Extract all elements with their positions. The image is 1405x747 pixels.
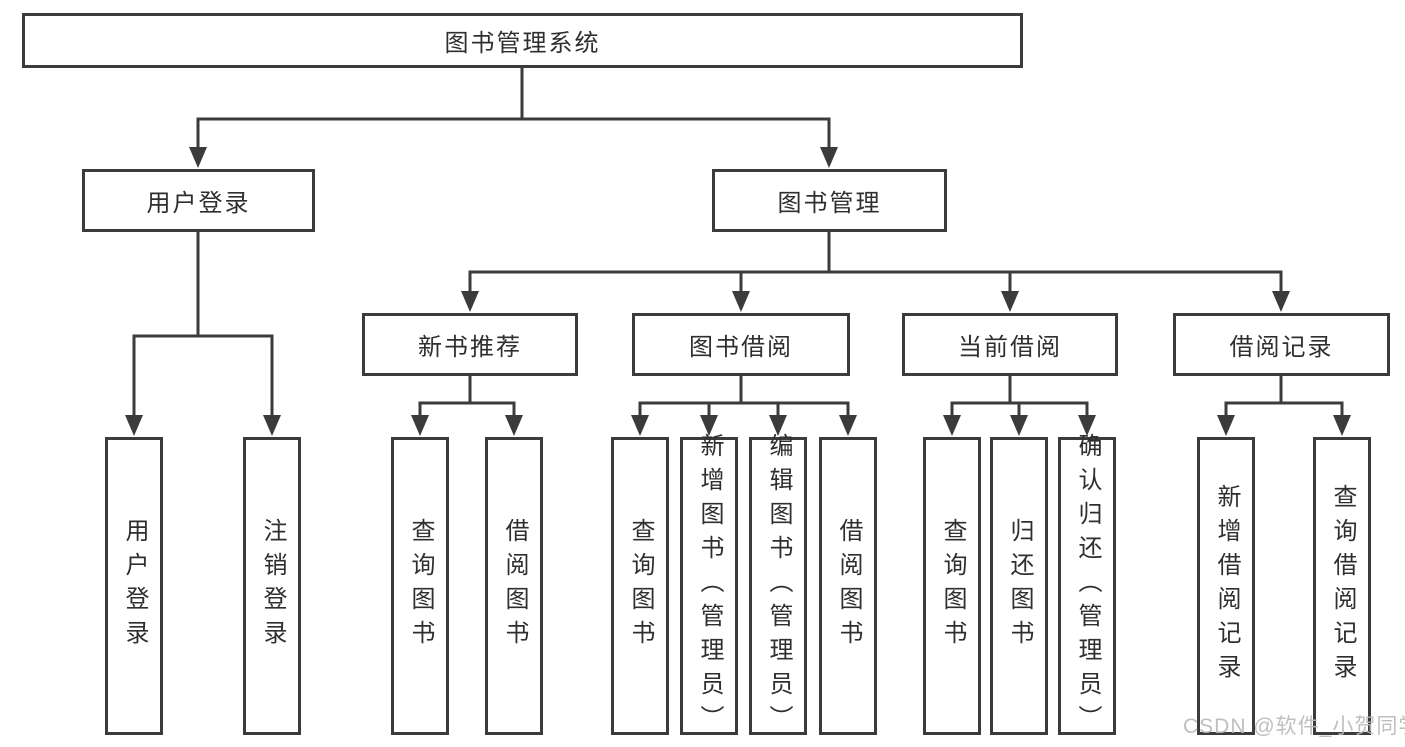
leaf-edit-books-admin: 编辑图书（管理员）	[749, 433, 807, 739]
leaf-confirm-return-admin-label: 确认归还（管理员）	[1074, 433, 1101, 739]
node-current-borrowing-label: 当前借阅	[958, 334, 1062, 361]
leaf-query-books-3-label: 查询图书	[939, 518, 966, 654]
connector-borrow-splitter	[638, 401, 850, 418]
leaf-borrow-books-2-label: 借阅图书	[835, 518, 862, 654]
leaf-borrow-books-1-label: 借阅图书	[501, 518, 528, 654]
node-book-management-label: 图书管理	[777, 190, 882, 217]
arrowheads	[125, 147, 1351, 436]
leaf-query-borrow-record-label: 查询借阅记录	[1329, 484, 1356, 688]
node-borrowing-records-label: 借阅记录	[1229, 334, 1334, 361]
node-new-book-recommend-label: 新书推荐	[418, 334, 522, 361]
leaf-logout-label: 注销登录	[259, 518, 286, 654]
leaf-query-books-2-label: 查询图书	[627, 518, 654, 654]
leaf-logout: 注销登录	[243, 437, 301, 735]
connector-login-splitter	[132, 334, 274, 418]
leaf-query-books-1-label: 查询图书	[407, 518, 434, 654]
node-borrowing-records: 借阅记录	[1173, 313, 1390, 376]
node-current-borrowing: 当前借阅	[902, 313, 1118, 376]
node-root: 图书管理系统	[22, 13, 1023, 68]
leaf-user-login-label: 用户登录	[121, 518, 148, 654]
node-book-borrowing-label: 图书借阅	[689, 334, 793, 361]
connector-level3-splitter	[468, 270, 1283, 294]
leaf-add-borrow-record: 新增借阅记录	[1197, 437, 1255, 735]
leaf-return-books: 归还图书	[990, 437, 1048, 735]
node-root-label: 图书管理系统	[444, 30, 601, 57]
node-new-book-recommend: 新书推荐	[362, 313, 578, 376]
leaf-add-books-admin-label: 新增图书（管理员）	[696, 433, 723, 739]
connector-level2-splitter	[196, 117, 831, 150]
connector-newbook-splitter	[418, 401, 516, 418]
leaf-query-borrow-record: 查询借阅记录	[1313, 437, 1371, 735]
node-book-borrowing: 图书借阅	[632, 313, 850, 376]
leaf-borrow-books-2: 借阅图书	[819, 437, 877, 735]
leaf-edit-books-admin-label: 编辑图书（管理员）	[765, 433, 792, 739]
leaf-add-books-admin: 新增图书（管理员）	[680, 433, 738, 739]
leaf-add-borrow-record-label: 新增借阅记录	[1213, 484, 1240, 688]
csdn-watermark: CSDN @软件_小贺同学	[1183, 715, 1405, 738]
leaf-return-books-label: 归还图书	[1006, 518, 1033, 654]
node-user-login: 用户登录	[82, 169, 315, 232]
leaf-query-books-3: 查询图书	[923, 437, 981, 735]
connector-record-splitter	[1224, 401, 1344, 418]
leaf-query-books-2: 查询图书	[611, 437, 669, 735]
leaf-confirm-return-admin: 确认归还（管理员）	[1058, 433, 1116, 739]
leaf-borrow-books-1: 借阅图书	[485, 437, 543, 735]
node-book-management: 图书管理	[712, 169, 947, 232]
leaf-user-login: 用户登录	[105, 437, 163, 735]
node-user-login-label: 用户登录	[146, 190, 251, 217]
leaf-query-books-1: 查询图书	[391, 437, 449, 735]
